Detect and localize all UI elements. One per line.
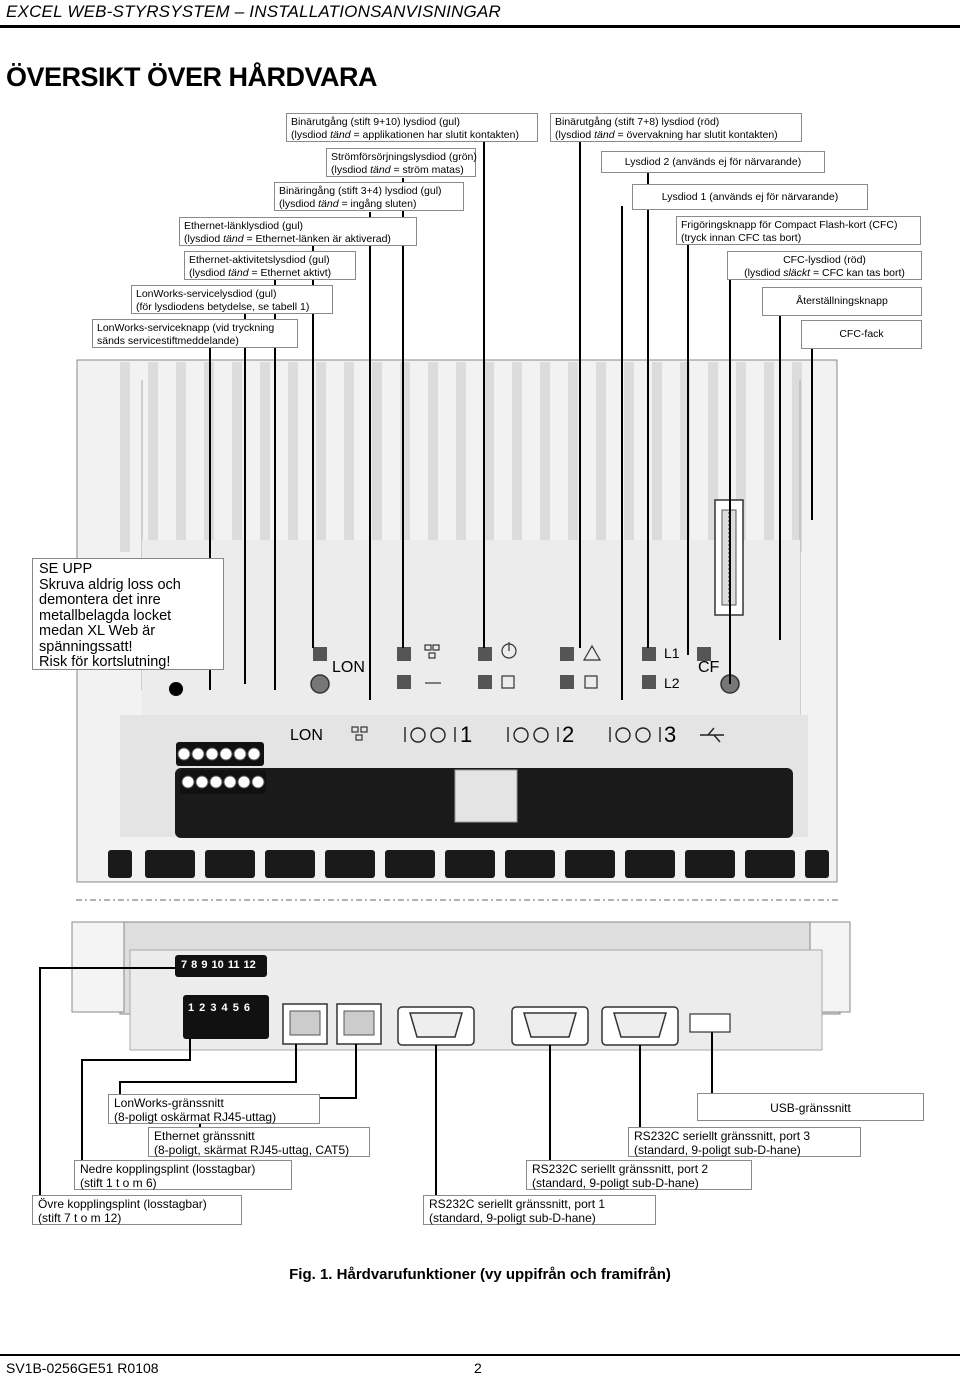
warning-title: SE UPP — [39, 561, 93, 577]
callout-upper-terminal: Övre kopplingsplint (losstagbar) (stift … — [32, 1195, 242, 1225]
callout-binary-output-7-8: Binärutgång (stift 7+8) lysdiod (röd) (l… — [550, 113, 802, 142]
rj45-lonworks — [282, 1003, 328, 1045]
callout-cfc-slot: CFC-fack — [801, 320, 922, 349]
page-number: 2 — [474, 1360, 482, 1376]
document-id: SV1B-0256GE51 R0108 — [6, 1360, 159, 1376]
terminal-lower-numbers: 1 2 3 4 5 6 — [188, 1002, 250, 1014]
callout-cfc-release-button: Frigöringsknapp för Compact Flash-kort (… — [676, 216, 921, 245]
board-label-l1: L1 — [664, 645, 680, 661]
port-label-3: 3 — [664, 722, 677, 747]
callout-lower-terminal: Nedre kopplingsplint (losstagbar) (stift… — [74, 1160, 292, 1190]
callout-usb-interface: USB-gränssnitt — [697, 1093, 924, 1121]
terminal-upper-numbers: 7 8 9 10 11 12 — [181, 959, 256, 971]
callout-rs232-port-3: RS232C seriellt gränssnitt, port 3 (stan… — [628, 1127, 861, 1157]
callout-reset-button: Återställningsknapp — [762, 287, 922, 316]
callout-ethernet-activity-led: Ethernet-aktivitetslysdiod (gul) (lysdio… — [184, 251, 356, 280]
callout-led-1: Lysdiod 1 (används ej för närvarande) — [632, 184, 868, 210]
callout-rs232-port-2: RS232C seriellt gränssnitt, port 2 (stan… — [526, 1160, 752, 1190]
rj45-ethernet — [336, 1003, 382, 1045]
led-row — [310, 647, 740, 694]
top-leader-lines — [209, 142, 813, 700]
callout-ethernet-link-led: Ethernet-länklysdiod (gul) (lysdiod tänd… — [179, 217, 417, 246]
board-label-lon: LON — [332, 659, 365, 676]
callout-ethernet-interface: Ethernet gränssnitt (8-poligt, skärmat R… — [148, 1127, 370, 1157]
port-label-2: 2 — [562, 722, 575, 747]
front-view-housing — [71, 921, 851, 1051]
board-label-l2: L2 — [664, 675, 680, 691]
callout-rs232-port-1: RS232C seriellt gränssnitt, port 1 (stan… — [423, 1195, 656, 1225]
callout-cfc-led: CFC-lysdiod (röd) (lysdiod släckt = CFC … — [727, 251, 922, 280]
callout-lonworks-interface: LonWorks-gränssnitt (8-poligt oskärmat R… — [108, 1094, 320, 1124]
callout-lonworks-service-led: LonWorks-servicelysdiod (gul) (för lysdi… — [131, 285, 333, 314]
header-rule — [0, 25, 960, 28]
subd-connectors — [397, 1006, 679, 1046]
port-label-1: 1 — [460, 722, 473, 747]
footer-rule — [0, 1354, 960, 1356]
callout-lonworks-service-button: LonWorks-serviceknapp (vid tryckning sän… — [92, 319, 298, 348]
callout-binary-input-3-4: Binäringång (stift 3+4) lysdiod (gul) (l… — [274, 182, 464, 211]
page-title: ÖVERSIKT ÖVER HÅRDVARA — [6, 62, 378, 92]
document-header: EXCEL WEB-STYRSYSTEM – INSTALLATIONSANVI… — [6, 2, 501, 21]
upper-terminal-screws — [176, 742, 266, 794]
warning-box: SE UPP Skruva aldrig loss och demontera … — [32, 558, 224, 670]
callout-power-led: Strömförsörjningslysdiod (grön) (lysdiod… — [326, 148, 477, 177]
figure-caption: Fig. 1. Hårdvarufunktioner (vy uppifrån … — [289, 1266, 671, 1283]
callout-led-2: Lysdiod 2 (används ej för närvarande) — [601, 151, 825, 173]
callout-binary-output-9-10: Binärutgång (stift 9+10) lysdiod (gul) (… — [286, 113, 538, 142]
board-label-cf: CF — [698, 659, 720, 676]
board-label-lon-bottom: LON — [290, 727, 323, 744]
